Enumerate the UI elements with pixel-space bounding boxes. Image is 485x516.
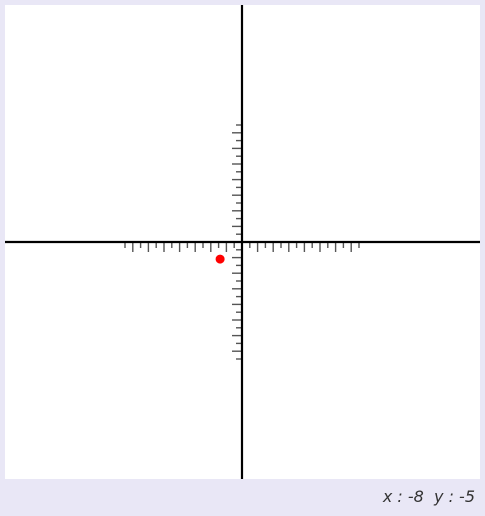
plotted-point[interactable] [215, 254, 225, 264]
coordinate-plane-canvas[interactable] [5, 5, 480, 479]
y-label: y [434, 487, 444, 506]
coordinate-plane[interactable] [5, 5, 480, 479]
readout-gap [424, 487, 434, 506]
x-separator: : [392, 487, 408, 506]
y-separator: : [443, 487, 460, 506]
y-value: -5 [459, 487, 475, 506]
coordinate-readout: x : -8 y : -5 [383, 487, 475, 506]
x-value: -8 [407, 487, 424, 506]
x-label: x [382, 487, 393, 506]
